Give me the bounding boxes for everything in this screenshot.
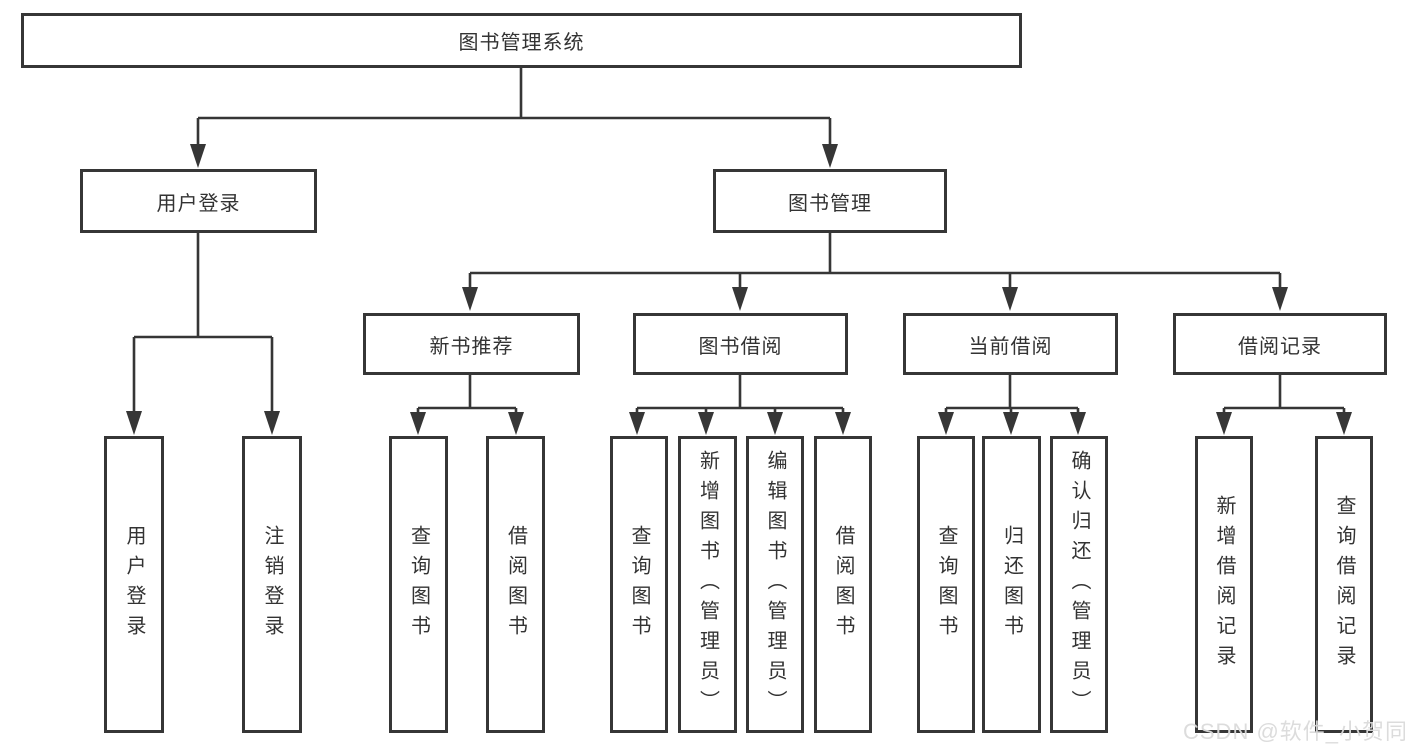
node-label: 注销登录	[261, 524, 283, 645]
node-label: 编辑图书（管理员）	[764, 449, 786, 720]
node-label: 借阅图书	[504, 524, 527, 645]
node-library-management-system: 图书管理系统	[21, 13, 1022, 68]
node-new-book-recommend: 新书推荐	[363, 313, 580, 375]
arrowhead	[767, 412, 783, 435]
leaf-logout-login: 注销登录	[242, 436, 302, 733]
arrowhead	[732, 287, 748, 311]
leaf-recommend-borrow-book: 借阅图书	[486, 436, 545, 733]
node-label: 查询图书	[628, 524, 650, 645]
leaf-current-query-book: 查询图书	[917, 436, 975, 733]
leaf-recommend-query-book: 查询图书	[389, 436, 448, 733]
arrowhead	[1003, 412, 1019, 435]
node-label: 图书借阅	[698, 335, 783, 358]
csdn-watermark: CSDN @软件_小贺同学	[1183, 719, 1405, 744]
arrowhead	[1070, 412, 1086, 435]
arrowhead	[410, 412, 426, 435]
arrowhead	[1272, 287, 1288, 311]
arrowhead	[822, 144, 838, 168]
node-user-login: 用户登录	[80, 169, 317, 233]
node-label: 查询借阅记录	[1333, 494, 1355, 675]
node-label: 借阅记录	[1238, 335, 1322, 358]
arrowhead	[938, 412, 954, 435]
node-label: 图书管理系统	[458, 32, 585, 54]
leaf-borrow-borrow-book: 借阅图书	[814, 436, 872, 733]
node-label: 归还图书	[1000, 524, 1023, 645]
arrowhead	[190, 144, 206, 168]
node-label: 新增图书（管理员）	[696, 449, 719, 720]
leaf-user-login: 用户登录	[104, 436, 164, 733]
node-label: 确认归还（管理员）	[1068, 449, 1090, 720]
arrowhead	[1002, 287, 1018, 311]
node-current-borrow: 当前借阅	[903, 313, 1118, 375]
node-label: 图书管理	[788, 192, 872, 215]
arrowhead	[1336, 412, 1352, 435]
leaf-borrow-query-book: 查询图书	[610, 436, 668, 733]
node-label: 用户登录	[156, 192, 241, 215]
arrowhead	[629, 412, 645, 435]
leaf-record-query: 查询借阅记录	[1315, 436, 1373, 733]
arrowhead	[508, 412, 524, 435]
leaf-record-add: 新增借阅记录	[1195, 436, 1253, 733]
node-label: 新增借阅记录	[1213, 494, 1235, 675]
arrowhead	[698, 412, 714, 435]
node-book-borrow: 图书借阅	[633, 313, 848, 375]
node-label: 用户登录	[123, 524, 145, 645]
node-borrow-record: 借阅记录	[1173, 313, 1387, 375]
node-label: 查询图书	[935, 524, 957, 645]
leaf-borrow-add-book-admin: 新增图书（管理员）	[678, 436, 737, 733]
leaf-borrow-edit-book-admin: 编辑图书（管理员）	[746, 436, 804, 733]
node-label: 借阅图书	[832, 524, 854, 645]
arrowhead	[1216, 412, 1232, 435]
leaf-current-return-book: 归还图书	[982, 436, 1041, 733]
leaf-current-confirm-return-admin: 确认归还（管理员）	[1050, 436, 1108, 733]
node-book-management: 图书管理	[713, 169, 947, 233]
arrowhead	[126, 411, 142, 435]
arrowhead	[462, 287, 478, 311]
node-label: 当前借阅	[968, 335, 1053, 358]
arrowhead	[835, 412, 851, 435]
arrowhead	[264, 411, 280, 435]
node-label: 查询图书	[407, 524, 430, 645]
node-label: 新书推荐	[429, 335, 514, 358]
